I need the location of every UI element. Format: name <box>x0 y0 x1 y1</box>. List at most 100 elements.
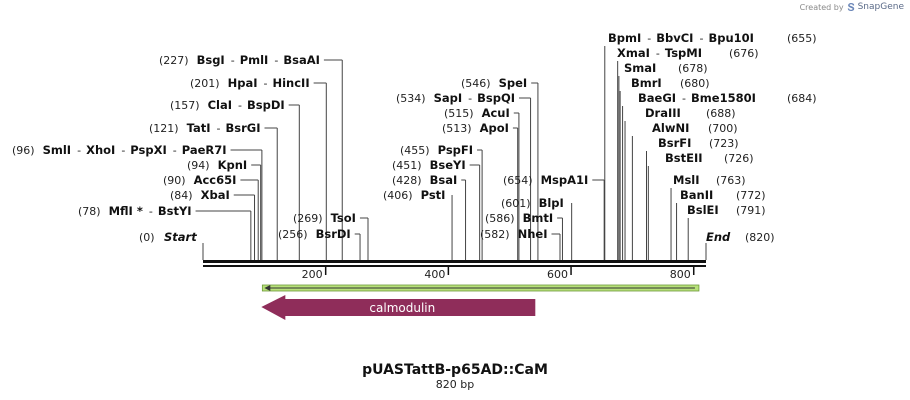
cut-site-spei[interactable]: (546)SpeI <box>461 76 527 90</box>
cut-site-position: (90) <box>163 174 186 187</box>
cut-site-bsai[interactable]: (428)BsaI <box>392 173 457 187</box>
cut-site-mspa1i[interactable]: (654) MspA1I <box>503 173 588 187</box>
end-label: End <box>706 230 731 244</box>
enzyme-name: SapI <box>434 91 463 105</box>
cut-site-banii[interactable]: BanII(772) <box>680 188 766 202</box>
enzyme-name: KpnI <box>218 158 248 172</box>
cut-site-labels: (78)MflI *-BstYI (84)XbaI(90)Acc65I(94)Kp… <box>12 31 817 244</box>
feature-track: calmodulin <box>261 284 700 320</box>
cut-site-position: (121) <box>149 122 179 135</box>
cut-site-acc65i[interactable]: (90)Acc65I <box>163 173 236 187</box>
cut-site-hpai[interactable]: (201)HpaI-HincII <box>190 76 310 90</box>
cut-site-msli[interactable]: MslI(763) <box>673 173 746 187</box>
enzyme-name: MspA1I <box>541 173 589 187</box>
enzyme-name: PmlI <box>240 53 269 67</box>
calmodulin-arrow-shape <box>261 295 536 320</box>
enzyme-name: NheI <box>518 227 548 241</box>
enzyme-name: BspDI <box>247 98 285 112</box>
cut-site-position: (451) <box>392 159 422 172</box>
cut-site-tsoi[interactable]: (269)TsoI <box>293 211 356 225</box>
enzyme-name: SmlI <box>43 143 72 157</box>
cut-site-position: (791) <box>736 204 766 217</box>
enzyme-name: BpmI <box>608 31 641 45</box>
cut-site-position: (513) <box>442 122 472 135</box>
cut-site-position: (763) <box>716 174 746 187</box>
start-marker: (0)Start <box>139 230 197 244</box>
cut-site-bsgi[interactable]: (227)BsgI-PmlI-BsaAI <box>159 53 320 67</box>
cut-site-position: (428) <box>392 174 422 187</box>
feature-green-arrow[interactable] <box>261 284 700 292</box>
cut-site-position: (269) <box>293 212 323 225</box>
enzyme-name: BsrDI <box>316 227 351 241</box>
calmodulin-label: calmodulin <box>369 301 435 315</box>
cut-site-bpmi[interactable]: BpmI-BbvCI-Bpu10I(655) <box>608 31 817 45</box>
cut-site-position: (157) <box>170 99 200 112</box>
feature-green-arrowhead-icon <box>264 285 271 291</box>
sequence-backbone <box>203 260 706 267</box>
cut-site-draiii[interactable]: DraIII(688) <box>645 106 736 120</box>
name-separator: - <box>656 47 660 60</box>
cut-site-position: (726) <box>724 152 754 165</box>
name-separator: - <box>647 32 651 45</box>
credit-brand: SnapGene <box>857 2 904 12</box>
cut-site-acui[interactable]: (515)AcuI <box>444 106 510 120</box>
cut-site-bsrfi[interactable]: BsrFI(723) <box>658 136 739 150</box>
enzyme-name: ClaI <box>208 98 232 112</box>
cut-site-clai[interactable]: (157) ClaI-BspDI <box>170 98 285 112</box>
cut-site-bmri[interactable]: BmrI (680) <box>631 76 710 90</box>
cut-site-position: (84) <box>170 189 193 202</box>
name-separator: - <box>468 92 472 105</box>
cut-site-smli[interactable]: (96)SmlI-XhoI-PspXI-PaeR7I <box>12 143 227 157</box>
cut-site-bmti[interactable]: (586)BmtI <box>485 211 553 225</box>
cut-site-psti[interactable]: (406)PstI <box>383 188 445 202</box>
cut-site-pspfi[interactable]: (455)PspFI <box>400 143 473 157</box>
cut-site-kpni[interactable]: (94)KpnI <box>187 158 247 172</box>
enzyme-name: BsgI <box>197 53 225 67</box>
map-length: 820 bp <box>436 378 474 391</box>
name-separator: - <box>274 54 278 67</box>
cut-site-bslei[interactable]: BslEI (791) <box>687 203 766 217</box>
cut-site-position: (654) <box>503 174 533 187</box>
cut-site-sapi[interactable]: (534)SapI-BspQI <box>396 91 515 105</box>
cut-site-position: (515) <box>444 107 474 120</box>
enzyme-name: BslEI <box>687 203 719 217</box>
enzyme-name: DraIII <box>645 106 681 120</box>
cut-site-apoi[interactable]: (513)ApoI <box>442 121 509 135</box>
cut-site-bsrdi[interactable]: (256) BsrDI <box>278 227 351 241</box>
cut-site-xbai[interactable]: (84)XbaI <box>170 188 230 202</box>
enzyme-name: PstI <box>421 188 446 202</box>
cut-site-bsteii[interactable]: BstEII(726) <box>665 151 754 165</box>
cut-site-position: (256) <box>278 228 308 241</box>
cut-site-xmai[interactable]: XmaI-TspMI(676) <box>617 46 759 60</box>
cut-site-position: (678) <box>678 62 708 75</box>
cut-site-baegi[interactable]: BaeGI-Bme1580I(684) <box>638 91 817 105</box>
cut-site-smai[interactable]: SmaI(678) <box>624 61 708 75</box>
enzyme-name: BmrI <box>631 76 662 90</box>
cut-site-position: (201) <box>190 77 220 90</box>
enzyme-name: BmtI <box>523 211 554 225</box>
cut-site-position: (680) <box>680 77 710 90</box>
name-separator: - <box>699 32 703 45</box>
feature-calmodulin[interactable]: calmodulin <box>261 295 536 320</box>
enzyme-name: Bme1580I <box>691 91 756 105</box>
name-separator: - <box>231 54 235 67</box>
cut-site-bseyi[interactable]: (451)BseYI <box>392 158 466 172</box>
enzyme-name: PspXI <box>130 143 166 157</box>
cut-site-position: (655) <box>787 32 817 45</box>
snapgene-credit: Created by SnapGene <box>800 2 904 12</box>
axis-tick-label-200: 200 <box>302 268 323 281</box>
cut-site-mfli[interactable]: (78)MflI *-BstYI <box>78 204 192 218</box>
enzyme-name: XmaI <box>617 46 650 60</box>
cut-site-blpi[interactable]: (601)BlpI <box>501 196 564 210</box>
cut-site-nhei[interactable]: (582)NheI <box>480 227 547 241</box>
cut-site-tati[interactable]: (121)TatI-BsrGI <box>149 121 260 135</box>
name-separator: - <box>217 122 221 135</box>
cut-site-position: (546) <box>461 77 491 90</box>
axis-tick-label-800: 800 <box>670 268 691 281</box>
cut-site-alwni[interactable]: AlwNI(700) <box>652 121 738 135</box>
name-separator: - <box>682 92 686 105</box>
cut-site-position: (78) <box>78 205 101 218</box>
enzyme-name: BsrGI <box>225 121 260 135</box>
enzyme-name: PaeR7I <box>182 143 227 157</box>
name-separator: - <box>238 99 242 112</box>
